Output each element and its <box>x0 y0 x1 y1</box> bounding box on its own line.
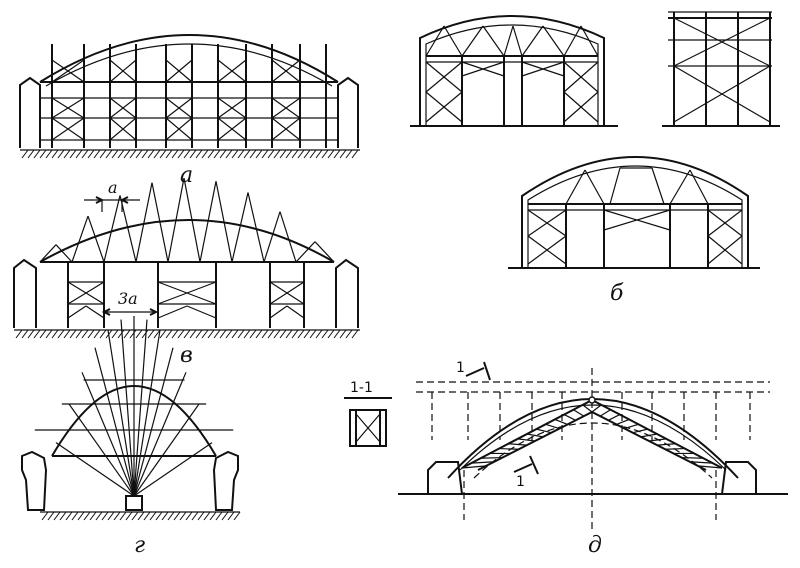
section-mark-bottom: 1 <box>516 474 525 490</box>
section-mark-top: 1 <box>456 360 465 376</box>
figure-v-truss-scaffold <box>13 177 360 339</box>
dimension-a-label: a <box>108 178 118 197</box>
figure-b-side-tower <box>662 11 780 127</box>
figure-d-arch-centering <box>344 361 788 530</box>
figure-label-b: б <box>610 281 624 306</box>
figure-label-v: в <box>180 343 193 368</box>
figure-label-a: а <box>180 163 193 188</box>
figure-a-arch-scaffold <box>19 34 360 159</box>
dimension-3a-label: 3a <box>118 289 138 308</box>
figure-g-fan-scaffold <box>21 316 241 521</box>
figure-b-scaffold-top <box>410 15 618 127</box>
figure-b-scaffold-bottom <box>508 156 760 269</box>
figure-label-d: д <box>588 533 602 558</box>
figure-label-g: г <box>134 533 145 558</box>
section-1-1-title: 1-1 <box>350 380 373 396</box>
